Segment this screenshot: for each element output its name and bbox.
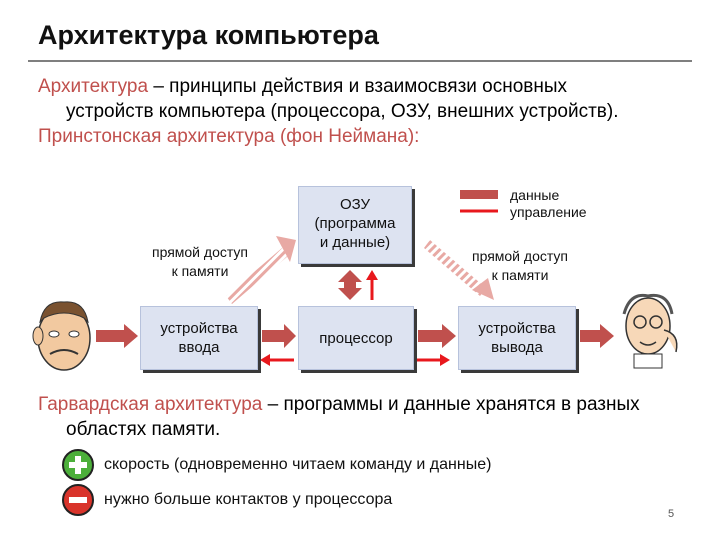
harvard-term: Гарвардская архитектура xyxy=(38,394,263,415)
arrow-direct-access-left xyxy=(226,236,296,304)
input-devices-label: устройства ввода xyxy=(160,320,238,356)
arrow-direct-access-right xyxy=(424,240,494,300)
arrow-output-to-person xyxy=(580,324,614,348)
legend xyxy=(460,190,498,213)
arrow-cpu-to-output-control xyxy=(416,354,450,366)
ram-label: ОЗУ (программа и данные) xyxy=(314,196,396,251)
definition-text-line2: устройств компьютера (процессора, ОЗУ, в… xyxy=(66,101,619,122)
arrow-cpu-to-ram-control xyxy=(366,270,378,300)
arrow-input-to-cpu xyxy=(262,324,296,348)
legend-data-label: данные xyxy=(510,187,560,203)
definition-term: Архитектура xyxy=(38,76,149,97)
direct-access-left-label: прямой доступ к памяти xyxy=(151,244,249,279)
legend-data-swatch xyxy=(460,190,498,199)
output-devices-label: устройства вывода xyxy=(478,320,556,356)
arrow-ram-cpu-data xyxy=(338,270,362,300)
architecture-definition: Архитектура – принципы действия и взаимо… xyxy=(38,74,698,124)
definition-text: – принципы действия и взаимосвязи основн… xyxy=(148,76,568,97)
arrow-cpu-to-output xyxy=(418,324,456,348)
plus-circle-icon xyxy=(62,449,94,481)
input-devices-box: устройства ввода xyxy=(140,306,258,370)
princeton-heading: Принстонская архитектура (фон Неймана): xyxy=(38,126,420,147)
direct-access-right-label: прямой доступ к памяти xyxy=(471,248,569,283)
arrow-cpu-to-input-control xyxy=(260,354,294,366)
minus-circle-icon xyxy=(62,484,94,516)
arrow-person-to-input xyxy=(96,324,138,348)
legend-control-label: управление xyxy=(510,204,587,220)
harvard-text: – программы и данные хранятся в разных xyxy=(262,394,640,415)
ram-box: ОЗУ (программа и данные) xyxy=(298,186,412,264)
processor-label: процессор xyxy=(319,329,393,347)
person-output-icon xyxy=(622,293,678,369)
harvard-text-line2: областях памяти. xyxy=(66,419,221,440)
output-devices-box: устройства вывода xyxy=(458,306,576,370)
harvard-definition: Гарвардская архитектура – программы и да… xyxy=(38,392,698,442)
disadvantage-text: нужно больше контактов у процессора xyxy=(104,491,393,508)
page-title: Архитектура компьютера xyxy=(38,20,379,50)
person-input-icon xyxy=(32,301,91,371)
title-divider xyxy=(28,60,692,62)
processor-box: процессор xyxy=(298,306,414,370)
page-number: 5 xyxy=(668,508,675,520)
advantage-text: скорость (одновременно читаем команду и … xyxy=(104,456,492,473)
